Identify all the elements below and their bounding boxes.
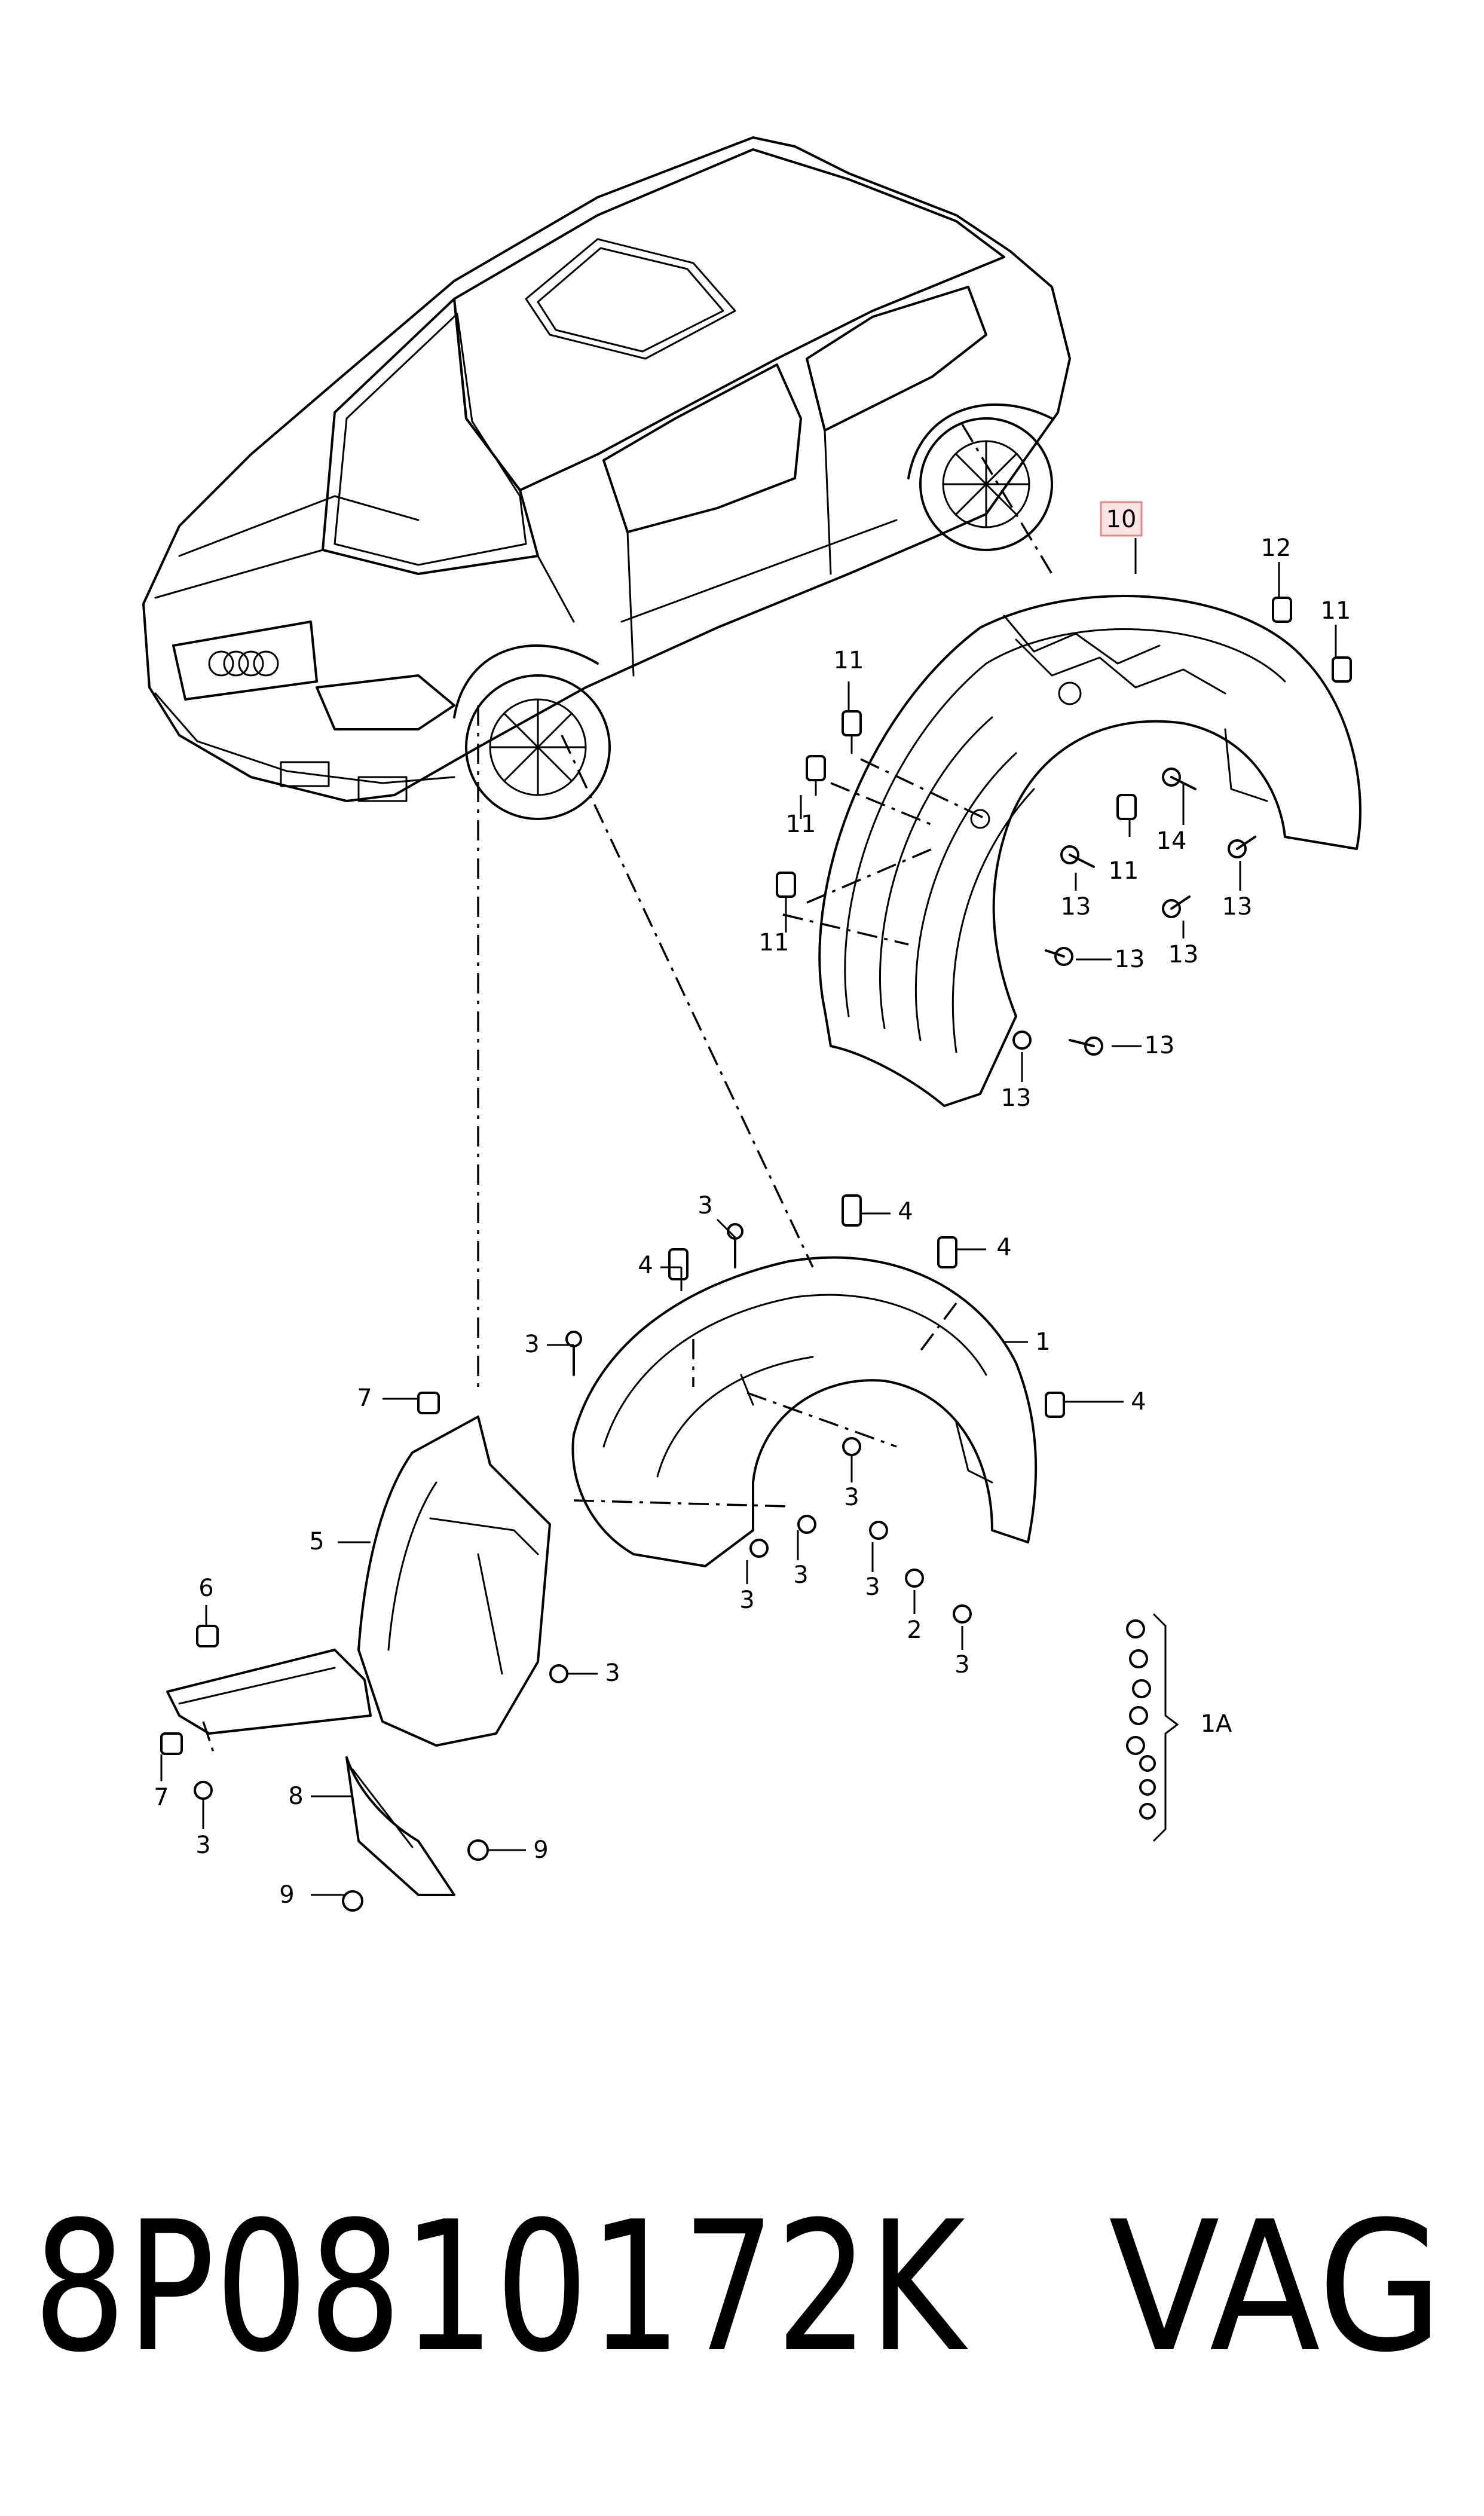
- callout-5: 5: [309, 1528, 324, 1555]
- screw-icon: [869, 1521, 888, 1540]
- highlighted-part-box: [1100, 501, 1143, 537]
- clip-icon: [668, 1248, 689, 1280]
- clip-icon: [1045, 1392, 1065, 1418]
- callout-13: 13: [1145, 1032, 1175, 1059]
- callout-3: 3: [844, 1484, 859, 1511]
- callout-3: 3: [697, 1192, 712, 1219]
- screw-icon: [549, 1664, 568, 1683]
- clip-icon: [196, 1625, 219, 1647]
- callout-11: 11: [834, 647, 864, 674]
- clip-icon: [1116, 794, 1137, 820]
- front-liner-section: [166, 1416, 551, 1896]
- screw-icon: [749, 1539, 769, 1558]
- rear-wheel-housing-liner: [818, 595, 1361, 1107]
- screw-icon: [1069, 1037, 1103, 1056]
- brand-name: VAG: [1109, 2183, 1443, 2392]
- callout-7: 7: [154, 1784, 169, 1811]
- callout-3: 3: [195, 1832, 210, 1859]
- clip-icon: [937, 1236, 957, 1268]
- screw-icon: [727, 1223, 743, 1268]
- callout-9: 9: [533, 1836, 548, 1864]
- clip-icon: [1272, 597, 1292, 623]
- screw-icon: [1228, 836, 1256, 858]
- callout-13: 13: [1061, 893, 1091, 921]
- clip-icon: [160, 1732, 183, 1755]
- screw-icon: [905, 1569, 924, 1588]
- callout-11: 11: [786, 811, 816, 838]
- clip-icon: [842, 1194, 862, 1227]
- clip-icon: [842, 710, 862, 754]
- callout-3: 3: [793, 1561, 808, 1589]
- screw-icon: [842, 1437, 861, 1456]
- callout-10: 10: [1106, 506, 1137, 533]
- clip-icon: [776, 872, 796, 913]
- callout-12: 12: [1261, 534, 1292, 562]
- car-illustration: [142, 136, 1071, 820]
- clip-icon: [467, 1839, 489, 1861]
- callout-13: 13: [1168, 941, 1199, 968]
- callout-3: 3: [524, 1331, 539, 1358]
- callout-8: 8: [288, 1783, 303, 1810]
- callout-3: 3: [739, 1586, 754, 1614]
- screw-icon: [797, 1515, 816, 1534]
- fastener-kit-1A: [1126, 1613, 1179, 1842]
- callout-11: 11: [1109, 857, 1139, 885]
- callout-13: 13: [1001, 1084, 1032, 1112]
- callout-3: 3: [605, 1659, 620, 1687]
- callout-labels: 10 12 11 11 11 11 11 14 13 13 13 13 13 1…: [154, 501, 1351, 1909]
- screw-icon: [1045, 947, 1073, 966]
- clip-icon: [342, 1890, 363, 1912]
- clip-icon: [806, 755, 826, 796]
- callout-4: 4: [996, 1234, 1011, 1261]
- screw-icon: [565, 1331, 582, 1376]
- callout-13: 13: [1222, 893, 1253, 921]
- screw-icon: [1012, 1031, 1032, 1050]
- screw-icon: [194, 1781, 213, 1800]
- callout-13: 13: [1115, 946, 1145, 973]
- callout-4: 4: [1131, 1388, 1146, 1416]
- clip-icon: [1332, 656, 1352, 683]
- callout-11: 11: [1321, 597, 1351, 625]
- part-number: 8P0810172K: [33, 2183, 970, 2392]
- screw-icon: [1060, 845, 1095, 868]
- dashed-reference-lines: [202, 424, 1053, 1758]
- callout-9: 9: [279, 1881, 294, 1909]
- callout-2: 2: [907, 1616, 922, 1644]
- screw-icon: [1162, 895, 1191, 918]
- callout-leaders: [160, 538, 1337, 1896]
- fasteners: [160, 597, 1352, 1912]
- callout-7: 7: [357, 1384, 372, 1412]
- screw-icon: [953, 1604, 972, 1624]
- callout-4: 4: [638, 1252, 653, 1279]
- front-wheel-housing-liner: [571, 1256, 1038, 1567]
- callout-11: 11: [759, 929, 790, 956]
- footer: 8P0810172K VAG: [33, 2183, 1443, 2392]
- callout-6: 6: [198, 1575, 213, 1602]
- callout-4: 4: [898, 1198, 913, 1225]
- callout-3: 3: [865, 1573, 880, 1601]
- screw-icon: [1162, 768, 1197, 790]
- callout-3: 3: [954, 1651, 969, 1679]
- callout-1A: 1A: [1201, 1710, 1232, 1738]
- callout-14: 14: [1156, 827, 1187, 855]
- clip-icon: [417, 1392, 440, 1414]
- callout-1: 1: [1035, 1328, 1050, 1356]
